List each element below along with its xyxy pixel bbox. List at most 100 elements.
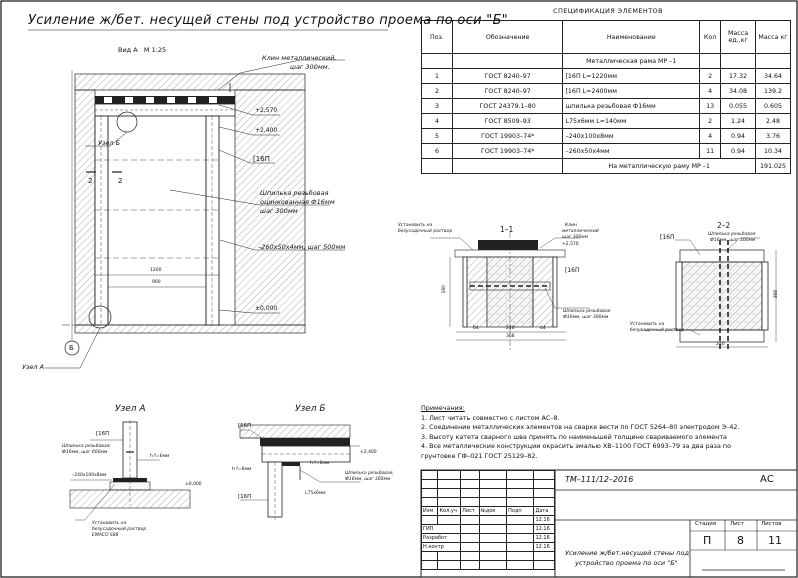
sheets-value: 11	[768, 534, 782, 547]
s11-dim-b: 240	[506, 326, 515, 331]
section-1-1-title: 1–1	[500, 225, 514, 234]
stamp-col: Изм	[420, 506, 439, 516]
stamp-caption-1: Усиление ж/бет.несущей стены под	[565, 549, 689, 557]
section-2-2	[640, 237, 777, 350]
nb-channel-top: [16П	[238, 423, 252, 429]
wedge-label: Клин металлический,	[262, 54, 337, 62]
nb-weld-1: h f=6мм	[232, 467, 252, 472]
note-item: 3. Высоту катета сварного шва принять по…	[421, 432, 727, 441]
level-2400: +2,400	[255, 127, 278, 134]
doc-code: ТМ–111/12–2016	[565, 475, 634, 484]
node-b-title: Узел Б	[295, 404, 326, 414]
stamp-date: 12.16	[533, 533, 555, 543]
na-mount-2: безусадочный раствор	[92, 527, 147, 532]
stage-value: П	[703, 534, 712, 547]
s22-dim-v: 368	[774, 289, 780, 299]
dim-total: 1200	[150, 268, 162, 273]
stamp-caption-2: устройство проема по оси "Б"	[575, 559, 678, 567]
sheet-title: Усиление ж/бет. несущей стены под устрой…	[28, 13, 509, 28]
nb-stud-2: Ф16мм, шаг 300мм	[345, 477, 391, 482]
stamp-role: Разработ	[420, 533, 462, 543]
s22-stud-1: Шпилька резьбовая	[708, 232, 756, 237]
spec-total-value: 191.025	[754, 158, 792, 174]
strip-label: –260x50x4мм, шаг 500мм	[258, 243, 346, 251]
s11-stud-2: Ф16мм, шаг 300мм	[563, 315, 609, 320]
level-0000: ±0,000	[255, 305, 278, 312]
s22-mount-2: безусадочный раствор	[630, 328, 685, 333]
doc-mark: АС	[760, 474, 774, 485]
na-mount-1: Установить на	[92, 521, 127, 526]
title-block-frame	[420, 469, 798, 578]
s22-mount-1: Установить на	[630, 322, 665, 327]
stamp-col: Кол.уч	[437, 506, 462, 516]
stud-label-3: шаг 300мм	[260, 207, 298, 215]
node-b-drawing	[239, 424, 360, 520]
sheet-label: Лист	[730, 521, 744, 527]
stamp-date: 12.16	[533, 542, 555, 552]
na-plate: –240x100x8мм	[72, 473, 107, 478]
axis-label: Б	[69, 344, 74, 352]
s22-channel: [16П	[660, 234, 675, 241]
nb-channel-bot: [16П	[238, 494, 252, 500]
note-item: 1. Лист читать совместно с листом АС–8.	[421, 413, 560, 422]
na-weld: h f=6мм	[150, 454, 170, 459]
stamp-col: Дата	[533, 506, 555, 516]
node-a-drawing	[69, 420, 191, 521]
stud-label-1: Шпилька резьбовая	[260, 189, 329, 197]
s11-mount-2: безусадочный раствор	[398, 229, 453, 234]
sheets-label: Листов	[761, 521, 782, 527]
s11-wedge-1: Клин	[565, 223, 577, 228]
stud-label-2: оцинкованная Ф16мм	[260, 198, 335, 206]
s11-level: +2,570	[562, 242, 579, 247]
spec-header: Наименование	[562, 20, 701, 54]
note-item: 4. Все металлические конструкции окрасит…	[421, 442, 731, 451]
s11-dim-c: 64	[540, 326, 546, 331]
notes-block: Примечания: 1. Лист читать совместно с л…	[421, 404, 740, 462]
nb-level: +2,400	[360, 450, 377, 455]
stamp-table: Изм Кол.уч Лист №док Подп Дата 12.16 ГИП…	[420, 470, 555, 570]
s22-stud-2: Ф16мм, шаг 300мм	[710, 238, 756, 243]
section-2-2-title: 2–2	[717, 221, 731, 230]
stamp-col: Лист	[460, 506, 480, 516]
node-a-ref: Узел А	[22, 363, 45, 371]
notes-title: Примечания:	[421, 404, 465, 412]
s11-wedge-2: металлический	[562, 229, 599, 234]
stamp-col: №док	[478, 506, 508, 516]
nb-weld-2: h f=6мм	[310, 461, 330, 466]
spec-header: Масса ед.,кг	[720, 20, 756, 54]
s11-wedge-3: шаг 300мм	[562, 235, 589, 240]
note-item: грунтовке ГФ–021 ГОСТ 25129–82.	[421, 451, 538, 460]
na-level: ±0,000	[185, 482, 202, 487]
na-stud-2: Ф16мм, шаг 600мм	[62, 450, 108, 455]
spec-header: Обозначение	[451, 20, 564, 54]
view-label: Вид А М 1:25	[118, 46, 167, 54]
stamp-role: Н.контр	[420, 542, 462, 552]
spec-header: Поз.	[421, 20, 453, 54]
dim-inner: 900	[152, 280, 161, 285]
channel-label: [16П	[253, 155, 270, 163]
spec-group-title: Металлическая рама МР –1	[562, 53, 701, 69]
sheet-value: 8	[737, 534, 744, 547]
stamp-col: Подп	[506, 506, 535, 516]
note-item: 2. Соединение металлических элементов на…	[421, 423, 740, 432]
s11-mount-1: Установить на	[398, 223, 433, 228]
wedge-step-label: шаг 300мм.	[290, 63, 330, 71]
na-stud-1: Шпилька резьбовая,	[62, 444, 111, 449]
stamp-role: ГИП	[420, 524, 462, 534]
section-mark-left: 2	[88, 177, 93, 185]
nb-angle: L75x6мм	[305, 491, 326, 496]
spec-header: Масса кг	[754, 20, 792, 54]
nb-stud-1: Шпилька резьбовая,	[345, 471, 394, 476]
na-channel: [16П	[96, 431, 110, 437]
s22-dim-b: 240	[716, 342, 725, 347]
s11-dim-total: 368	[506, 334, 515, 339]
na-mount-3: EMACO S88	[92, 533, 119, 538]
s11-dim-h: 160	[442, 284, 448, 294]
